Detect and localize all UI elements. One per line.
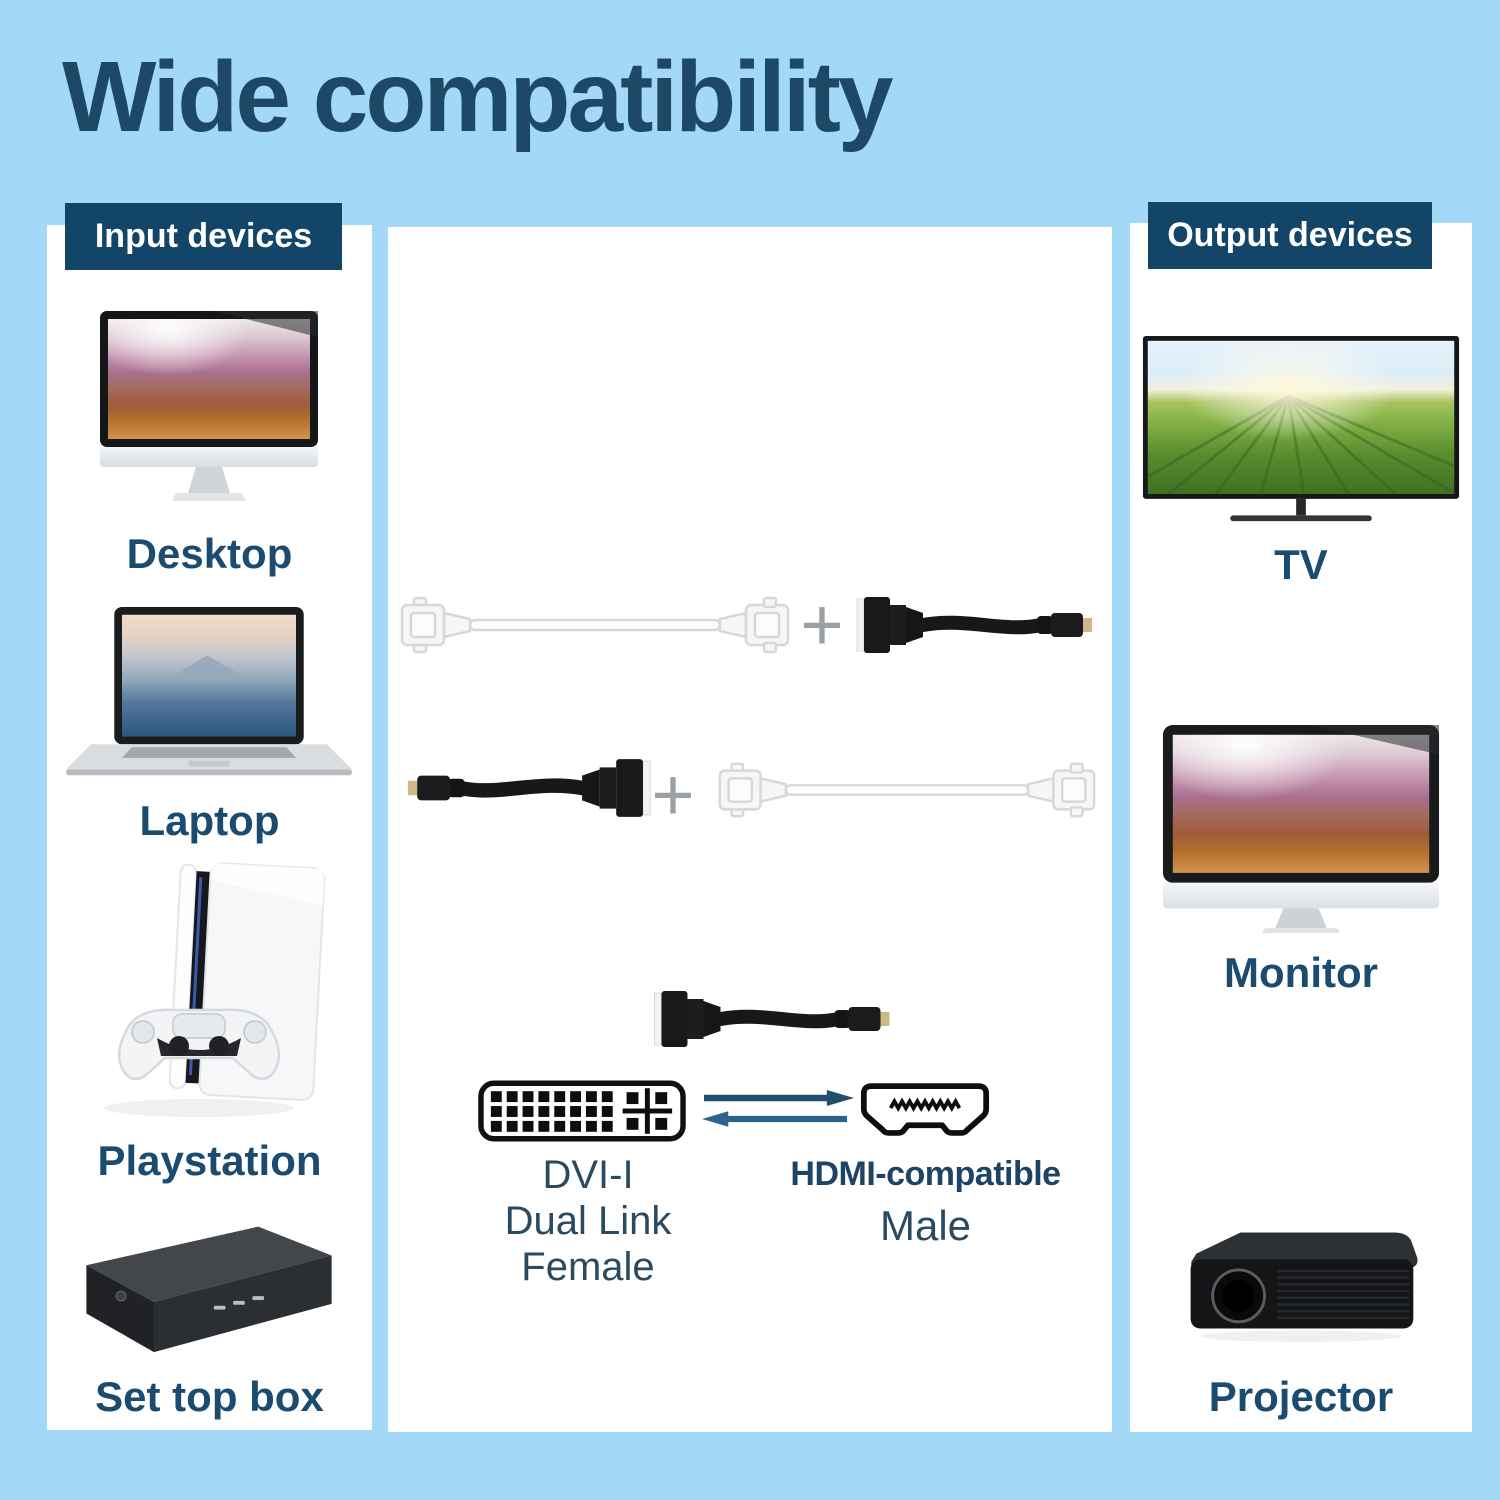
set-top-box-icon <box>69 1205 349 1365</box>
hdmi-label-sub: Male <box>879 1202 972 1249</box>
tv-icon <box>1141 331 1461 531</box>
desktop-icon <box>84 307 334 507</box>
desktop-label: Desktop <box>126 530 293 577</box>
tv-label: TV <box>1274 541 1328 588</box>
laptop-icon <box>64 605 354 785</box>
dvi-label-line3: Female <box>521 1245 655 1289</box>
plus-sign: + <box>800 583 844 666</box>
hdmi-connector-label: HDMI-compatible Male <box>768 1155 1083 1250</box>
monitor-label: Monitor <box>1224 949 1378 996</box>
monitor-icon <box>1151 723 1451 935</box>
dvi-connector-label: DVI-I Dual Link Female <box>448 1152 728 1290</box>
dvi-label-line2: Dual Link <box>504 1199 672 1243</box>
playstation-label: Playstation <box>97 1137 322 1184</box>
projector-label: Projector <box>1208 1373 1394 1420</box>
hdmi-label-title: HDMI-compatible <box>790 1155 1061 1193</box>
laptop-label: Laptop <box>139 797 280 844</box>
adapter-combos-panel <box>388 227 1112 1432</box>
hdmi-plug-icon <box>860 1080 990 1140</box>
dvi-label-line1: DVI-I <box>542 1153 634 1197</box>
dvi-dvi-cable-ghost-icon <box>400 592 790 658</box>
playstation-icon <box>89 860 329 1125</box>
page-title: Wide compatibility <box>62 41 894 153</box>
left-arrow-icon <box>702 1110 847 1128</box>
set-top-box-label: Set top box <box>95 1373 324 1420</box>
adapter-combos-area: + <box>388 227 1112 1432</box>
right-arrow-icon <box>704 1089 854 1107</box>
dvi-to-hdmi-adapter-icon <box>855 593 1095 657</box>
projector-icon <box>1181 1213 1421 1348</box>
input-devices-column: Desktop Laptop <box>47 225 372 1430</box>
input-devices-header: Input devices <box>65 203 342 270</box>
output-devices-header: Output devices <box>1148 202 1432 269</box>
output-devices-column: TV <box>1130 223 1472 1432</box>
dvi-to-hdmi-adapter-icon <box>652 987 893 1051</box>
dvi-to-hdmi-adapter-flipped-icon <box>404 755 653 821</box>
dvi-dvi-cable-ghost-icon <box>714 758 1100 822</box>
dvi-i-port-icon <box>478 1080 686 1142</box>
plus-sign: + <box>651 753 695 836</box>
